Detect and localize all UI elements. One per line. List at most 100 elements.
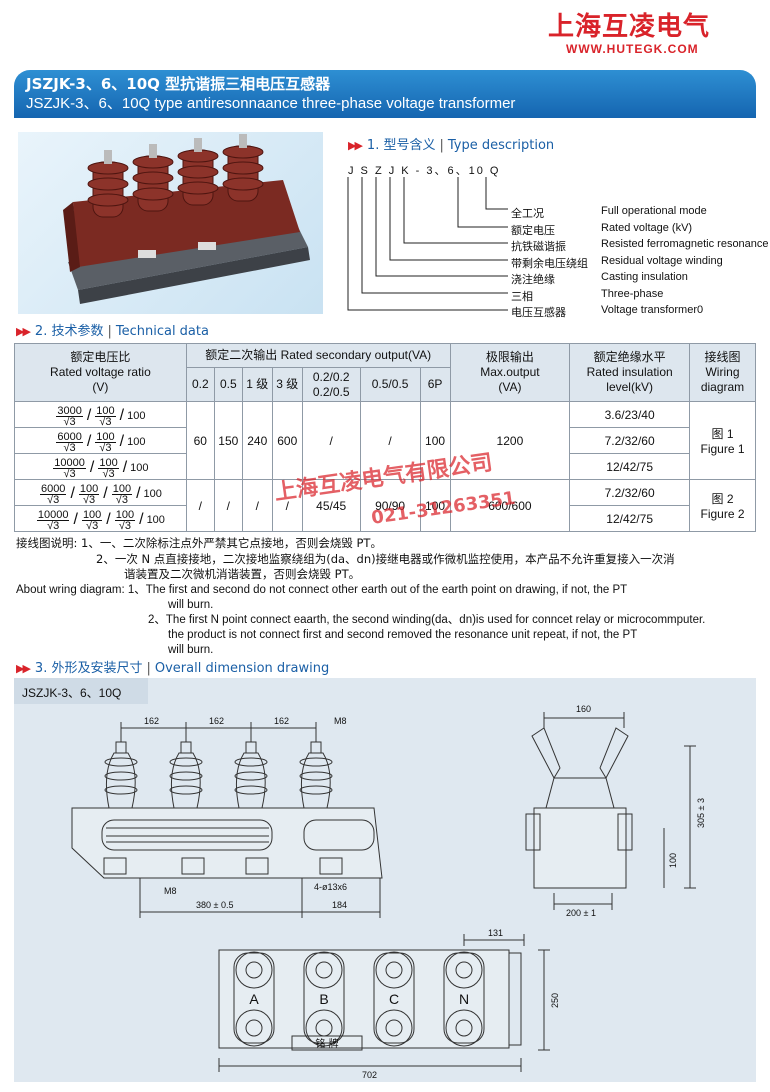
dim-702: 702 (362, 1070, 377, 1080)
section1-heading-cn: 1. 型号含义 (366, 138, 436, 153)
dim-162: 162 (144, 716, 159, 726)
type-item-en: Voltage transformer0 (601, 304, 704, 316)
output-cell: 90/90 (359, 479, 421, 532)
output-cell: 150 (213, 401, 243, 480)
type-item-cn: 带剩余电压绕组 (511, 257, 588, 270)
type-item-en: Casting insulation (601, 271, 688, 283)
output-cell: / (241, 479, 273, 532)
product-photo (18, 132, 323, 314)
insulation-cell: 12/42/75 (569, 505, 690, 532)
output-cell: 60 (185, 401, 215, 480)
note-en-2c: will burn. (168, 644, 214, 656)
type-item-cn: 额定电压 (511, 224, 555, 237)
output-cell: 100 (419, 479, 451, 532)
output-cell: 45/45 (301, 479, 361, 532)
dim-m8-top: M8 (334, 716, 347, 726)
arrow-icon: ▶▶ (16, 325, 31, 338)
dim-305: 305 ± 3 (696, 798, 706, 828)
output-cell: 240 (241, 401, 273, 480)
brand-name: 上海互凌电气 (548, 12, 711, 42)
type-item-cn: 三相 (511, 290, 533, 303)
sub-header: 0.5 (213, 367, 243, 402)
ratio-cell: 6000√3/100√3/100 (14, 427, 187, 454)
insulation-cell: 7.2/32/60 (569, 427, 690, 454)
dim-hole: 4-ø13x6 (314, 882, 347, 892)
type-code-leaders (347, 177, 508, 311)
dim-200: 200 ± 1 (566, 908, 596, 918)
ratio-cell: 3000√3/100√3/100 (14, 401, 187, 428)
phase-label-n: N (459, 991, 469, 1007)
type-item-en: Full operational mode (601, 205, 707, 217)
brand-url: WWW.HUTEGK.COM (566, 42, 699, 56)
note-en-1: About wring diagram: 1、The first and sec… (16, 584, 628, 596)
insulation-cell: 12/42/75 (569, 453, 690, 480)
note-cn-2b: 谐装置及二次微机消谐装置，否则会烧毁 PT。 (124, 567, 361, 581)
section1-heading-en: Type description (447, 138, 555, 153)
dim-160: 160 (576, 704, 591, 714)
dim-250: 250 (550, 993, 560, 1008)
type-item-cn: 浇注绝缘 (511, 273, 555, 286)
section3-heading-cn: 3. 外形及安装尺寸 (34, 661, 143, 676)
header-output: 额定二次输出 Rated secondary output(VA) (185, 343, 451, 368)
output-cell: 600 (271, 401, 303, 480)
output-cell: / (213, 479, 243, 532)
ratio-cell: 10000√3/100√3/100 (14, 453, 187, 480)
type-item-cn: 抗铁磁谐振 (511, 240, 566, 253)
arrow-icon: ▶▶ (16, 662, 31, 675)
sub-header: 0.2 (185, 367, 215, 402)
title-cn: JSZJK-3、6、10Q 型抗谐振三相电压互感器 (26, 75, 331, 93)
dim-380: 380 ± 0.5 (196, 900, 233, 910)
output-cell: 100 (419, 401, 451, 480)
type-item-cn: 全工况 (511, 207, 544, 220)
dimension-drawing: 162 162 162 M8 M8 4-ø13x6 380 ± 0.5 184 … (71, 704, 706, 1080)
type-item-cn: 电压互感器 (511, 306, 566, 319)
dim-131: 131 (488, 928, 503, 938)
note-en-2: 2、The first N point connect eaarth, the … (148, 614, 706, 626)
note-cn-2: 2、一次 N 点直接接地，二次接地监察绕组为(da、dn)接继电器或作微机监控使… (96, 552, 675, 566)
title-en: JSZJK-3、6、10Q type antiresonnaance three… (26, 95, 516, 112)
output-cell: / (185, 479, 215, 532)
note-en-1b: will burn. (168, 599, 214, 611)
ratio-cell: 10000√3/100√3/100√3/100 (14, 505, 187, 532)
insulation-cell: 7.2/32/60 (569, 479, 690, 506)
phase-label-a: A (249, 991, 259, 1007)
drawing-model-label: JSZJK-3、6、10Q (14, 678, 148, 704)
section3-heading-en: Overall dimension drawing (154, 661, 330, 676)
type-item-en: Rated voltage (kV) (601, 222, 693, 234)
dim-162: 162 (209, 716, 224, 726)
section2-heading: ▶▶2. 技术参数|Technical data (16, 324, 209, 339)
ratio-cell: 6000√3/100√3/100√3/100 (14, 479, 187, 506)
output-cell: / (271, 479, 303, 532)
nameplate-label: 铭 牌 (315, 1037, 338, 1050)
type-item-en: Three-phase (601, 288, 664, 300)
section3-heading: ▶▶3. 外形及安装尺寸|Overall dimension drawing (16, 661, 330, 676)
phase-label-c: C (389, 991, 399, 1007)
section1-heading: ▶▶1. 型号含义|Type description (348, 138, 555, 153)
type-item-en: Resisted ferromagnetic resonance (601, 238, 769, 250)
sub-header: 1 级 (241, 367, 273, 402)
max-output-cell: 600/600 (449, 479, 571, 532)
note-en-2b: the product is not connect first and sec… (168, 629, 638, 641)
type-code: J S Z J K - 3、6、10 Q (348, 165, 501, 177)
section2-heading-cn: 2. 技术参数 (34, 324, 104, 339)
section2-heading-en: Technical data (115, 324, 209, 339)
sub-header: 6P (419, 367, 451, 402)
type-item-en: Residual voltage winding (601, 255, 723, 267)
phase-label-b: B (319, 991, 328, 1007)
insulation-cell: 3.6/23/40 (569, 401, 690, 428)
arrow-icon: ▶▶ (348, 139, 363, 152)
title-bar: JSZJK-3、6、10Q 型抗谐振三相电压互感器 JSZJK-3、6、10Q … (14, 70, 756, 118)
output-cell: / (359, 401, 421, 480)
dim-162: 162 (274, 716, 289, 726)
sub-header: 0.5/0.5 (359, 367, 421, 402)
dim-m8-bottom: M8 (164, 886, 177, 896)
max-output-cell: 1200 (449, 401, 571, 480)
